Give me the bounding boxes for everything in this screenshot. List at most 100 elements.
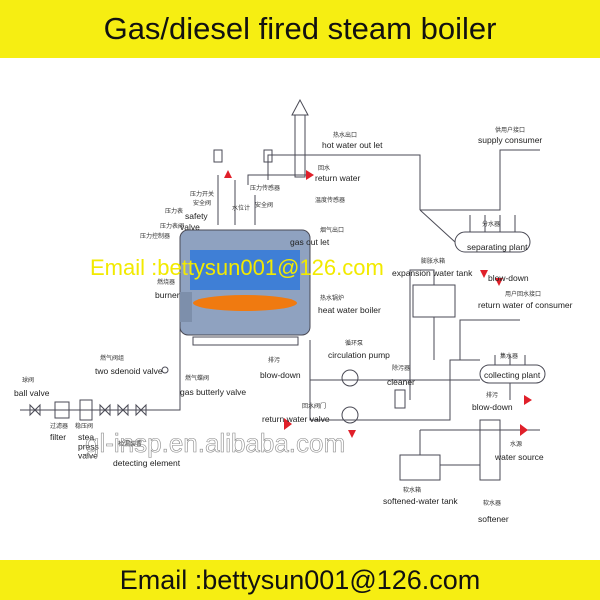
label-cleaner-zh: 除污器: [392, 364, 410, 372]
circulation-pump-2: [341, 406, 359, 424]
label-return-water: return water: [315, 173, 361, 183]
label-softened-water-tank: softened-water tank: [383, 496, 458, 506]
label-water-source: water source: [494, 452, 544, 462]
expansion-pipe: [409, 269, 435, 400]
expansion-tank: [412, 284, 456, 318]
label-hot-water-out-let-zh: 热水出口: [333, 131, 357, 139]
gas-supply-line: [20, 320, 181, 411]
watermark-site: gl-insp.en.alibaba.com: [85, 428, 345, 458]
flow-arrows: [224, 170, 532, 438]
label-safety-valve-2: valve: [180, 222, 200, 232]
label-return-water-of-consumer: return water of consumer: [478, 300, 573, 310]
label-expansion-water-tank: expansion water tank: [392, 268, 473, 278]
label-softener-zh: 软水器: [483, 499, 501, 507]
return-water-pipe: [247, 174, 310, 185]
label-ball-valve-zh: 球阀: [22, 376, 34, 384]
softener-unit: [479, 419, 501, 481]
label-pressure-switch-zh: 压力开关: [190, 190, 214, 198]
label-blow-down-3: blow-down: [472, 402, 513, 412]
ball-valve-symbol: [29, 403, 41, 417]
label-gas-butterfly-valve: gas butterly valve: [180, 387, 246, 397]
chimney: [294, 114, 306, 178]
flame: [193, 295, 297, 311]
label-gas-butterfly-valve-zh: 燃气蝶阀: [185, 374, 209, 382]
solenoid-valve-2: [117, 403, 129, 417]
label-pressure-gauge-zh: 压力表: [165, 207, 183, 215]
contact-email: Email :bettysun001@126.com: [119, 564, 481, 595]
label-gas-out-let-zh: 烟气出口: [320, 226, 344, 234]
label-hot-water-out-let: hot water out let: [322, 140, 383, 150]
title-banner: Gas/diesel fired steam boiler: [0, 0, 600, 58]
label-expansion-water-tank-zh: 膨胀水箱: [421, 257, 445, 265]
label-softened-water-tank-zh: 软水箱: [403, 486, 421, 494]
gas-butterfly-valve-symbol: [161, 366, 169, 374]
label-detecting-element: detecting element: [113, 458, 181, 468]
circulation-return-line: [309, 359, 480, 421]
label-heat-water-boiler-zh: 热水锅炉: [320, 294, 344, 302]
label-gas-valve-group-zh: 燃气阀组: [100, 354, 124, 362]
boiler: [179, 229, 311, 346]
label-safety-valve-1: safety: [185, 211, 208, 221]
label-two-solenoid-valve: two sdenoid valve: [95, 366, 163, 376]
label-return-water-of-consumer-zh: 用户回水接口: [505, 290, 541, 298]
collecting-plant-vessel: [479, 364, 546, 384]
watermark-email: Email :bettysun001@126.com: [90, 255, 384, 280]
diagram-labels: 热水出口 hot water out let 供用户接口 supply cons…: [14, 126, 573, 524]
label-collecting-plant-zh: 集水器: [500, 352, 518, 360]
label-return-water-zh: 回水: [318, 164, 330, 172]
label-collecting-plant: collecting plant: [484, 370, 541, 380]
label-separating-plant: separating plant: [467, 242, 528, 252]
label-filter-zh: 过滤器: [50, 422, 68, 430]
label-filter: filter: [50, 432, 66, 442]
label-gas-out-let: gas out let: [290, 237, 330, 247]
label-detecting-element-zh: 检漏装置: [118, 440, 142, 448]
label-circulation-pump-zh: 循环泵: [345, 339, 363, 347]
label-pressure-sensor-zh: 压力传感器: [250, 184, 280, 192]
steady-pressure-valve-unit: [79, 399, 93, 421]
label-safety-valve-zh: 安全阀: [193, 199, 211, 207]
label-separating-plant-zh: 分水器: [482, 220, 500, 228]
label-supply-consumer: supply consumer: [478, 135, 542, 145]
label-supply-consumer-zh: 供用户接口: [495, 126, 525, 134]
supply-consumer-pipe: [420, 149, 540, 211]
label-blow-down-2-zh: 排污: [268, 356, 280, 364]
chimney-cap: [291, 98, 309, 116]
boiler-base: [192, 336, 299, 346]
label-steady-pressure-valve-zh: 稳压阀: [75, 422, 93, 430]
label-blow-down-2: blow-down: [260, 370, 301, 380]
consumer-return-pipe: [459, 319, 520, 360]
label-water-source-zh: 水源: [510, 440, 522, 448]
outlet-valve-stack: [263, 149, 273, 163]
footer-banner: Email :bettysun001@126.com: [0, 560, 600, 600]
label-safety-valve-zh-2: 安全阀: [255, 201, 273, 209]
label-burner-zh: 燃烧器: [157, 278, 175, 286]
label-pressure-controller-zh: 压力控制器: [140, 232, 170, 240]
boiler-schematic: 热水出口 hot water out let 供用户接口 supply cons…: [14, 98, 573, 524]
safety-valve-stack: [213, 149, 223, 163]
label-temperature-sensor-zh: 温度传感器: [315, 196, 345, 204]
hot-water-out-pipe: [267, 154, 421, 210]
label-return-water-valve-zh: 回水阀门: [302, 402, 326, 410]
label-blow-down-3-zh: 排污: [486, 391, 498, 399]
softened-water-tank-vessel: [399, 454, 441, 481]
solenoid-valve-1: [99, 403, 111, 417]
solenoid-valve-3: [135, 403, 147, 417]
label-ball-valve: ball valve: [14, 388, 50, 398]
label-circulation-pump: circulation pump: [328, 350, 390, 360]
burner-unit: [180, 292, 192, 322]
label-heat-water-boiler: heat water boiler: [318, 305, 381, 315]
label-softener: softener: [478, 514, 509, 524]
circulation-pump-1: [341, 369, 359, 387]
cleaner-unit: [394, 389, 406, 409]
boiler-water-chamber: [190, 250, 300, 290]
pipe-network: [20, 98, 546, 481]
label-blow-down-1: blow-down: [488, 273, 529, 283]
label-level-gauge-zh: 水位计: [232, 204, 250, 212]
label-cleaner: cleaner: [387, 377, 415, 387]
page-title: Gas/diesel fired steam boiler: [103, 11, 497, 46]
filter-unit: [54, 401, 70, 419]
label-burner: burner: [155, 290, 180, 300]
label-pressure-gauge-valve-zh: 压力表阀: [160, 222, 184, 230]
label-return-water-valve: return water valve: [262, 414, 330, 424]
